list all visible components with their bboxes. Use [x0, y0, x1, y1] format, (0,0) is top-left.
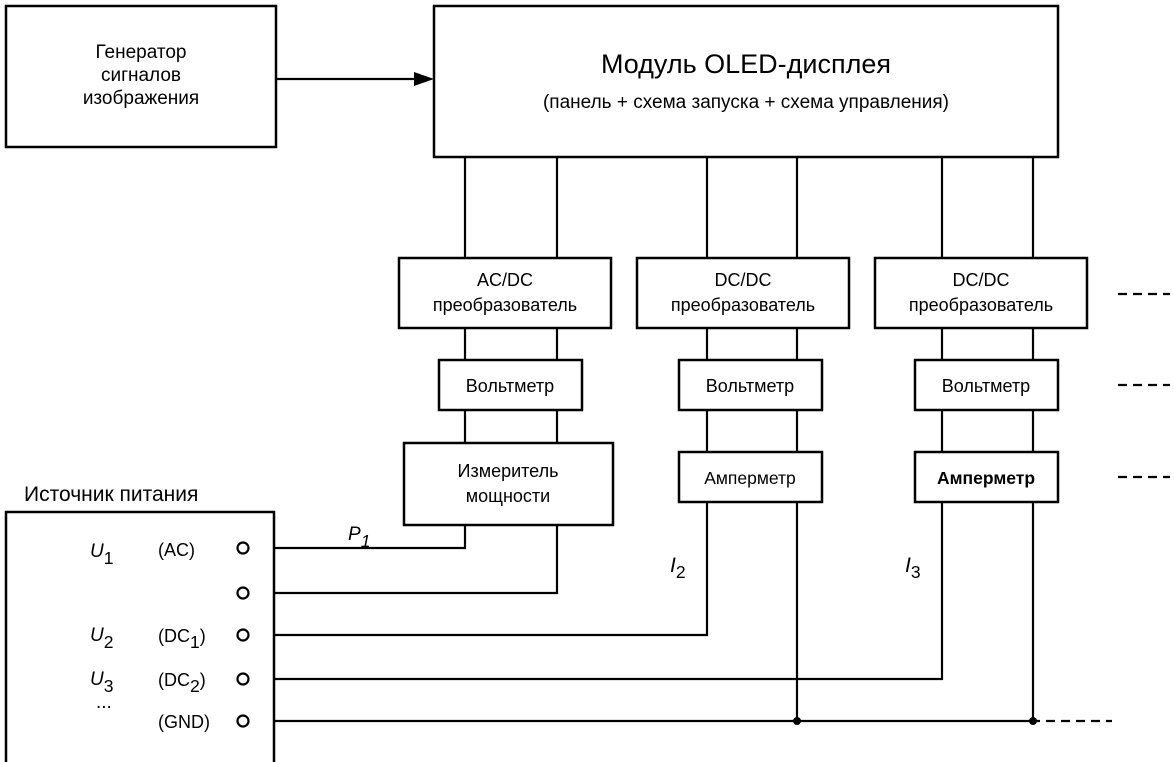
dc1-terminal-label: (DC1) — [158, 626, 206, 652]
converter-label-line1: DC/DC — [953, 270, 1010, 290]
voltmeter-2: Вольтметр — [677, 358, 824, 412]
voltmeter-label: Вольтметр — [466, 376, 554, 396]
power-meter-label-line2: мощности — [466, 486, 550, 506]
ammeter-box — [913, 450, 1060, 504]
arrow-head-icon — [414, 72, 434, 86]
u3-sub: 3 — [104, 676, 114, 696]
generator-label-line3: изображения — [83, 88, 199, 109]
u3-label: U3 — [90, 669, 113, 696]
u2-sub: 2 — [104, 632, 114, 652]
ammeter-box — [677, 450, 824, 504]
u3-var: U — [90, 669, 104, 690]
u2-label: U2 — [90, 625, 113, 652]
generator-box — [4, 4, 278, 149]
voltmeter-1: Вольтметр — [437, 358, 584, 412]
converter-dcdc-1: DC/DC преобразователь — [635, 256, 851, 330]
terminal-ac-return — [236, 586, 250, 600]
wire-i2-to-dc1 — [249, 502, 709, 637]
display-module-title: Модуль OLED-дисплея — [601, 49, 891, 79]
display-module-block: Модуль OLED-дисплея (панель + схема запу… — [432, 4, 1060, 159]
power-meter-box — [402, 441, 615, 527]
junction-dot — [1029, 717, 1037, 725]
ammeter-2: Амперметр — [913, 450, 1060, 504]
i2-sub: 2 — [676, 562, 686, 582]
terminal-dc2 — [236, 672, 250, 686]
i3-sub: 3 — [911, 562, 921, 582]
u1-var: U — [90, 541, 104, 562]
power-meter-label-line1: Измеритель — [458, 461, 559, 481]
dc1-close-paren: ) — [200, 626, 206, 646]
generator-block: Генератор сигналов изображения — [4, 4, 278, 149]
power-meter-block: Измеритель мощности — [402, 441, 615, 527]
voltmeter-label: Вольтметр — [706, 376, 794, 396]
converter-label-line1: AC/DC — [477, 270, 533, 290]
ac-terminal-label: (AC) — [158, 540, 195, 560]
converter-box — [397, 256, 613, 330]
p1-var: P — [348, 524, 361, 545]
wire-power-meter-return — [249, 525, 559, 595]
converter-label-line1: DC/DC — [715, 270, 772, 290]
wire-p1-to-ac — [249, 525, 467, 550]
voltmeter-box — [677, 358, 824, 412]
wire-i3-to-dc2 — [249, 502, 944, 681]
converter-box — [873, 256, 1089, 330]
power-source-block: Источник питания U1 (AC) U2 (DC1) U3 (DC… — [4, 483, 276, 762]
generator-label-line2: сигналов — [101, 65, 181, 86]
p1-label: P1 — [348, 524, 370, 551]
terminal-gnd — [236, 714, 250, 728]
dc1-label-sub: 1 — [190, 632, 200, 652]
i2-var: I — [670, 554, 676, 577]
dc1-label-text: (DC — [158, 626, 190, 646]
p1-sub: 1 — [361, 531, 371, 551]
junction-dot — [793, 717, 801, 725]
voltmeter-box — [437, 358, 584, 412]
u1-label: U1 — [90, 541, 113, 568]
generator-label-line1: Генератор — [96, 42, 187, 63]
display-module-box — [432, 4, 1060, 159]
ammeter-label: Амперметр — [704, 468, 796, 488]
gnd-terminal-label: (GND) — [158, 712, 210, 732]
i2-label: I2 — [670, 554, 686, 582]
converter-label-line2: преобразователь — [671, 295, 815, 315]
dc2-label-text: (DC — [158, 670, 190, 690]
ammeter-label: Амперметр — [937, 468, 1035, 488]
voltmeter-label: Вольтметр — [942, 376, 1030, 396]
ammeter-1: Амперметр — [677, 450, 824, 504]
terminal-ac — [236, 541, 250, 555]
i3-label: I3 — [905, 554, 921, 582]
power-source-title: Источник питания — [24, 483, 198, 506]
display-module-subtitle: (панель + схема запуска + схема управлен… — [543, 92, 949, 113]
dc2-label-sub: 2 — [190, 676, 200, 696]
wires — [249, 72, 1170, 725]
voltmeter-box — [913, 358, 1060, 412]
dc2-close-paren: ) — [200, 670, 206, 690]
power-source-box — [4, 510, 276, 762]
converter-dcdc-2: DC/DC преобразователь — [873, 256, 1089, 330]
converter-box — [635, 256, 851, 330]
voltmeter-3: Вольтметр — [913, 358, 1060, 412]
converter-label-line2: преобразователь — [433, 295, 577, 315]
converter-acdc: AC/DC преобразователь — [397, 256, 613, 330]
u1-sub: 1 — [104, 548, 114, 568]
i3-var: I — [905, 554, 911, 577]
ellipsis: ... — [96, 692, 112, 713]
terminal-dc1 — [236, 628, 250, 642]
converter-label-line2: преобразователь — [909, 295, 1053, 315]
dc2-terminal-label: (DC2) — [158, 670, 206, 696]
u2-var: U — [90, 625, 104, 646]
